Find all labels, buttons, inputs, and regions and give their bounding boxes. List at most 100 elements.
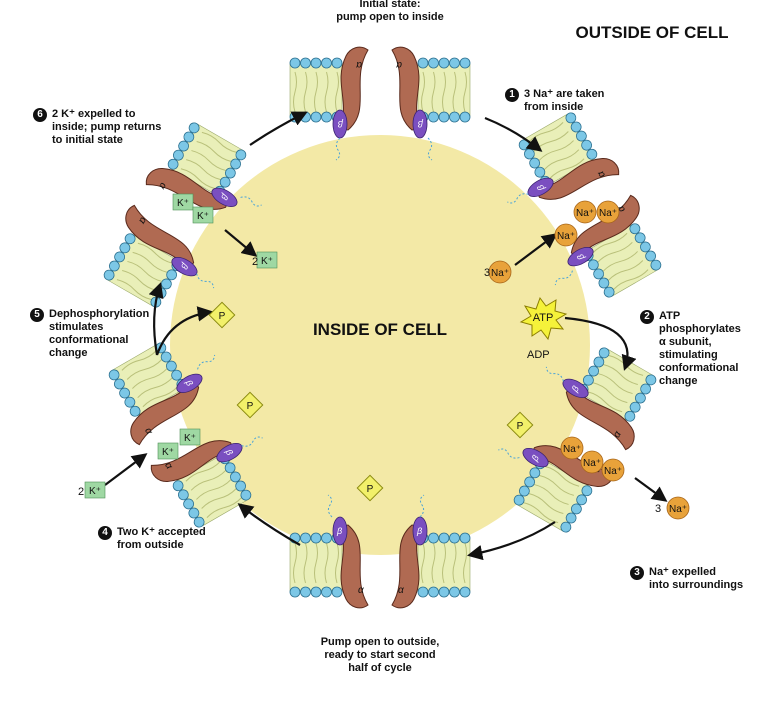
carbohydrate-chain <box>335 137 433 161</box>
sodium-ion-label: Na⁺ <box>599 208 617 219</box>
lipid-tail-line <box>186 159 221 181</box>
alpha-label: α <box>136 215 149 226</box>
lipid-head <box>108 260 120 272</box>
lipid-head <box>224 462 236 474</box>
initial-state-caption: Initial state: pump open to inside <box>320 0 460 24</box>
outside-of-cell-label: OUTSIDE OF CELL <box>576 23 729 42</box>
pump-membrane-patch: α α β β <box>103 122 262 308</box>
lipid-head <box>576 494 588 506</box>
lipid-tail-line <box>126 359 163 380</box>
lipid-head <box>166 269 178 281</box>
beta-label: β <box>179 261 191 271</box>
ion-count-label: 2 <box>78 486 84 498</box>
lipid-tails <box>417 63 471 117</box>
lipid-tail-line <box>303 71 308 113</box>
lipid-tail-line <box>597 373 633 395</box>
lipid-head <box>119 387 131 399</box>
lipid-tail-line <box>452 71 457 113</box>
step-line: α subunit, <box>659 336 712 348</box>
beta-label: β <box>219 191 231 201</box>
lipid-head <box>438 111 450 123</box>
potassium-ion: K⁺ <box>172 193 194 211</box>
sodium-ion-label: Na⁺ <box>604 466 622 477</box>
potassium-ion-box <box>84 481 106 499</box>
lipid-head <box>459 111 471 123</box>
step-number: 2 <box>640 310 654 324</box>
phosphate-group: P <box>236 391 264 419</box>
lipid-head <box>177 489 189 501</box>
lipid-tail-line <box>201 131 237 153</box>
lipid-head <box>438 57 450 69</box>
sodium-ion: Na⁺ <box>596 200 620 224</box>
beta-label: β <box>416 526 422 536</box>
lipid-head <box>108 369 120 381</box>
lipid-head <box>565 512 577 524</box>
alpha-label: α <box>615 203 628 214</box>
arrow-step5 <box>148 282 164 356</box>
ion-count-label: 2 <box>252 256 258 268</box>
beta-subunit <box>332 516 348 546</box>
lipid-head <box>518 485 530 497</box>
lipid-head <box>188 507 200 519</box>
lipid-head <box>587 259 599 271</box>
lipid-head <box>300 586 311 598</box>
lipid-tail-line <box>191 150 227 172</box>
alpha-label: α <box>595 169 608 180</box>
lipid-head <box>240 489 252 501</box>
beta-label: β <box>418 119 424 129</box>
step-line: from inside <box>524 101 584 113</box>
lipid-head <box>428 586 439 598</box>
lipid-head <box>449 57 460 69</box>
phosphate-label: P <box>219 311 226 322</box>
lipid-head <box>183 498 195 510</box>
lipid-tail-line <box>335 542 339 584</box>
initial-state-line: Initial state: <box>359 0 421 10</box>
lipid-head <box>331 57 343 69</box>
arrow-step3-to-bottom <box>466 521 556 561</box>
sodium-ion-label: Na⁺ <box>491 268 509 279</box>
lipid-head <box>459 586 471 598</box>
step-line: into surroundings <box>649 579 744 591</box>
alpha-label: α <box>142 426 155 437</box>
potassium-ion: K⁺ <box>84 481 106 499</box>
lipid-tails <box>417 538 471 592</box>
lipid-head <box>459 57 471 69</box>
lipid-head <box>586 148 598 160</box>
step-line: inside; pump returns <box>52 121 162 133</box>
alpha-subunit <box>534 158 620 200</box>
step-line: to initial state <box>52 134 123 146</box>
lipid-head <box>224 167 236 179</box>
lipid-head <box>310 111 322 123</box>
lipid-tail-line <box>132 368 168 389</box>
alpha-subunit <box>125 204 195 274</box>
step-number: 5 <box>30 308 44 322</box>
sodium-ion: Na⁺ <box>580 450 604 474</box>
lipid-tail-line <box>463 71 467 113</box>
step-number: 4 <box>98 526 112 540</box>
arrow-k-in <box>104 453 148 486</box>
potassium-ion-box <box>179 428 201 446</box>
arrow-na-in <box>514 233 558 266</box>
lipid-tail-line <box>121 350 157 371</box>
carbohydrate-chain <box>196 196 262 289</box>
step-line: 3 Na⁺ are taken <box>524 88 605 100</box>
alpha-label: α <box>156 180 169 191</box>
alpha-subunit <box>150 440 236 482</box>
beta-label: β <box>529 453 541 463</box>
lipid-head <box>310 586 322 598</box>
lipid-head <box>650 259 662 271</box>
beta-subunit <box>412 109 428 139</box>
lipid-tail-line <box>206 497 242 518</box>
lipid-tail-line <box>201 488 237 509</box>
lipid-head <box>513 494 525 506</box>
phosphate-diamond <box>208 301 236 329</box>
lipid-head <box>310 532 322 544</box>
lipid-head <box>235 149 247 161</box>
lipid-head <box>645 374 657 386</box>
bottom-caption-line: ready to start second <box>324 649 436 661</box>
lipid-tail-line <box>335 71 339 113</box>
